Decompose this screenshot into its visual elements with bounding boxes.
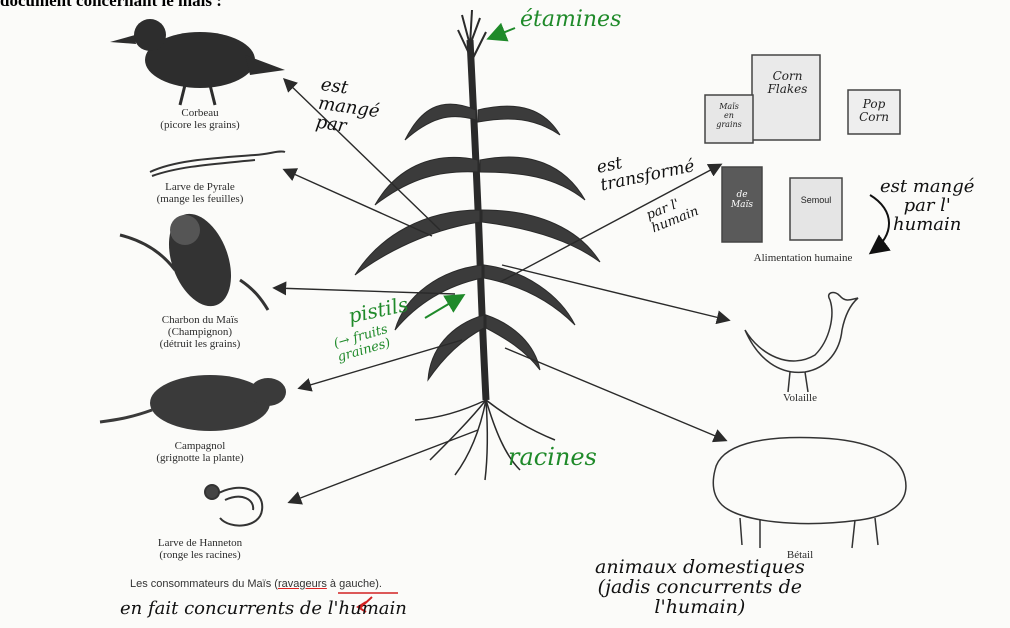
pistils-arrow [425, 296, 462, 318]
pig-drawing [713, 437, 906, 548]
figure-caption: Les consommateurs du Maïs (ravageurs à g… [130, 578, 382, 590]
label-charbon: Charbon du Maïs (Champignon) (détruit le… [135, 314, 265, 350]
page-header: document concernant le maïs : [0, 0, 222, 11]
note-en-fait-concurrents: en fait concurrents de l'humain [120, 600, 407, 619]
label-volaille: Volaille [770, 392, 830, 404]
caption-end: à gauche). [327, 578, 382, 590]
corn-smut-drawing [120, 205, 268, 314]
stamens-arrow [490, 28, 515, 38]
note-est-mange-par-l-humain: est mangé par l' humain [880, 178, 974, 235]
note-est-mange-par: est mangé par [314, 76, 383, 141]
crow-drawing [110, 19, 285, 105]
arrow-to-cockchafer [290, 430, 478, 502]
note-etamines: étamines [520, 8, 621, 31]
package-corn-flakes: Corn Flakes [760, 70, 815, 96]
caption-start: Les consommateurs du Maïs ( [130, 578, 278, 590]
note-racines: racines [508, 445, 597, 470]
cockchafer-larva-drawing [205, 485, 262, 526]
label-corbeau: Corbeau (picore les grains) [140, 107, 260, 131]
label-alimentation: Alimentation humaine [728, 252, 878, 264]
maize-plant [355, 10, 600, 480]
arrow-to-pig [505, 348, 725, 440]
package-huile-mais: de Maïs [722, 190, 762, 210]
label-hanneton: Larve de Hanneton (ronge les racines) [135, 537, 265, 561]
vole-drawing [100, 375, 286, 431]
package-mais-grains: Maïs en grains [706, 102, 752, 129]
package-semoule: Semoul [792, 195, 840, 206]
label-campagnol: Campagnol (grignotte la plante) [135, 440, 265, 464]
caption-ravageurs: ravageurs [278, 578, 327, 590]
label-pyrale: Larve de Pyrale (mange les feuilles) [135, 181, 265, 205]
pyrale-larva-drawing [150, 151, 285, 176]
package-pop-corn: Pop Corn [850, 98, 898, 124]
consumer-arrows [275, 80, 728, 502]
note-animaux-domestiques: animaux domestiques (jadis concurrents d… [595, 558, 805, 618]
chicken-drawing [745, 293, 858, 392]
